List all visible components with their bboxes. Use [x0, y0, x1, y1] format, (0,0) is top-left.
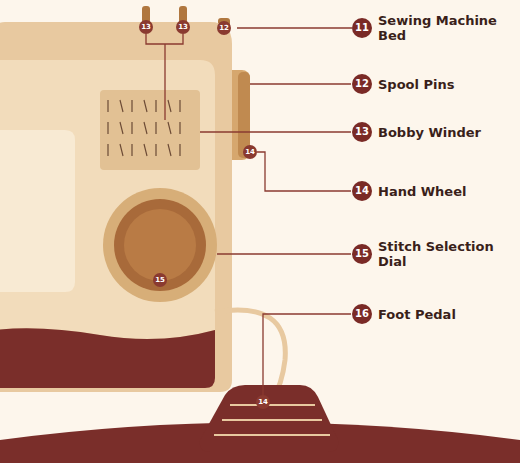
machine-body — [0, 22, 232, 392]
stitch-symbol — [144, 122, 147, 134]
part-name: Sewing Machine Bed — [378, 13, 508, 43]
callout-number: 13 — [139, 20, 153, 34]
part-name: Foot Pedal — [378, 307, 508, 322]
stitch-dial-rim — [103, 188, 217, 302]
callout-number: 15 — [352, 244, 372, 264]
stitch-symbol — [107, 122, 108, 134]
leader-lines — [146, 28, 352, 395]
callout-number: 13 — [352, 122, 372, 142]
callout-number: 16 — [352, 304, 372, 324]
stitch-symbol — [107, 144, 108, 156]
stitch-symbol — [179, 100, 180, 112]
stitch-symbol — [131, 144, 132, 156]
stitch-symbol — [120, 144, 123, 156]
callout-number: 14 — [243, 145, 257, 159]
stitch-symbol — [144, 100, 147, 112]
callout-number: 14 — [256, 395, 270, 409]
stitch-symbol — [131, 100, 132, 112]
stitch-symbol — [120, 122, 123, 134]
stitch-symbols — [108, 100, 180, 156]
stitch-symbol — [155, 100, 156, 112]
pedal-ridges — [214, 405, 330, 435]
stitch-symbol — [144, 144, 147, 156]
stitch-dial — [114, 199, 206, 291]
callout-number: 12 — [352, 74, 372, 94]
stitch-symbol — [120, 100, 123, 112]
part-name: Stitch Selection Dial — [378, 239, 508, 269]
callout-number: 15 — [153, 273, 167, 287]
stitch-dial-center — [124, 209, 196, 281]
stitch-symbol — [168, 100, 171, 112]
stitch-symbol — [179, 144, 180, 156]
stitch-symbol — [155, 144, 156, 156]
stitch-panel — [100, 90, 200, 170]
arm-opening — [0, 130, 75, 292]
part-name: Bobby Winder — [378, 125, 508, 140]
foot-pedal — [200, 385, 339, 452]
stitch-symbol — [179, 122, 180, 134]
stitch-symbol — [168, 122, 171, 134]
callout-number: 11 — [352, 18, 372, 38]
bobbin-winder — [218, 18, 230, 34]
stitch-symbol — [107, 100, 108, 112]
callout-number: 14 — [352, 181, 372, 201]
stitch-symbol — [131, 122, 132, 134]
part-name: Spool Pins — [378, 77, 508, 92]
machine-base — [0, 328, 215, 388]
stitch-symbol — [155, 122, 156, 134]
callout-number: 13 — [176, 20, 190, 34]
callout-number: 12 — [217, 21, 231, 35]
part-name: Hand Wheel — [378, 184, 508, 199]
stitch-symbol — [168, 144, 171, 156]
